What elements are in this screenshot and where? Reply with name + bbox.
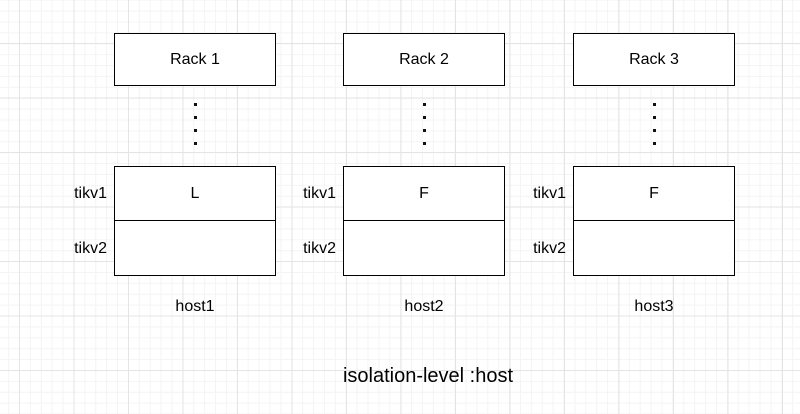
tikv2-cell (115, 221, 275, 274)
dot (652, 142, 656, 145)
tikv2-side-label: tikv2 (74, 239, 107, 257)
dot (422, 103, 426, 106)
rack-box-2: Rack 2 (343, 33, 505, 86)
tikv1-side-label: tikv1 (303, 184, 336, 202)
dot (652, 116, 656, 119)
cell-value: F (649, 184, 659, 202)
vertical-ellipsis (573, 103, 735, 145)
dot (652, 129, 656, 132)
rack-label: Rack 2 (399, 50, 449, 68)
dot (422, 116, 426, 119)
host-label: host3 (634, 298, 674, 315)
tikv2-cell (574, 221, 734, 274)
dot (422, 129, 426, 132)
tikv1-cell: F (574, 167, 734, 221)
cell-value: F (419, 184, 429, 202)
host-label: host1 (175, 298, 215, 315)
rack-box-3: Rack 3 (573, 33, 735, 86)
host-box-1: L (114, 166, 276, 276)
rack-label: Rack 3 (629, 50, 679, 68)
cell-value: L (190, 184, 200, 202)
tikv1-cell: F (344, 167, 504, 221)
dot (422, 142, 426, 145)
rack-group-1: Rack 1 tikv1 tikv2 L host1 (64, 33, 276, 323)
tikv2-side-label: tikv2 (533, 239, 566, 257)
rack-group-3: Rack 3 tikv1 tikv2 F host3 (523, 33, 735, 323)
dot (652, 103, 656, 106)
dot (193, 116, 197, 119)
host-box-3: F (573, 166, 735, 276)
vertical-ellipsis (343, 103, 505, 145)
rack-label: Rack 1 (170, 50, 220, 68)
rack-box-1: Rack 1 (114, 33, 276, 86)
dot (193, 142, 197, 145)
dot (193, 129, 197, 132)
tikv2-cell (344, 221, 504, 274)
tikv2-side-label: tikv2 (303, 239, 336, 257)
vertical-ellipsis (114, 103, 276, 145)
host-box-2: F (343, 166, 505, 276)
tikv1-side-label: tikv1 (74, 184, 107, 202)
dot (193, 103, 197, 106)
isolation-level-caption: isolation-level :host (342, 365, 514, 387)
rack-group-2: Rack 2 tikv1 tikv2 F host2 (293, 33, 505, 323)
tikv1-side-label: tikv1 (533, 184, 566, 202)
host-label: host2 (404, 298, 444, 315)
tikv1-cell: L (115, 167, 275, 221)
